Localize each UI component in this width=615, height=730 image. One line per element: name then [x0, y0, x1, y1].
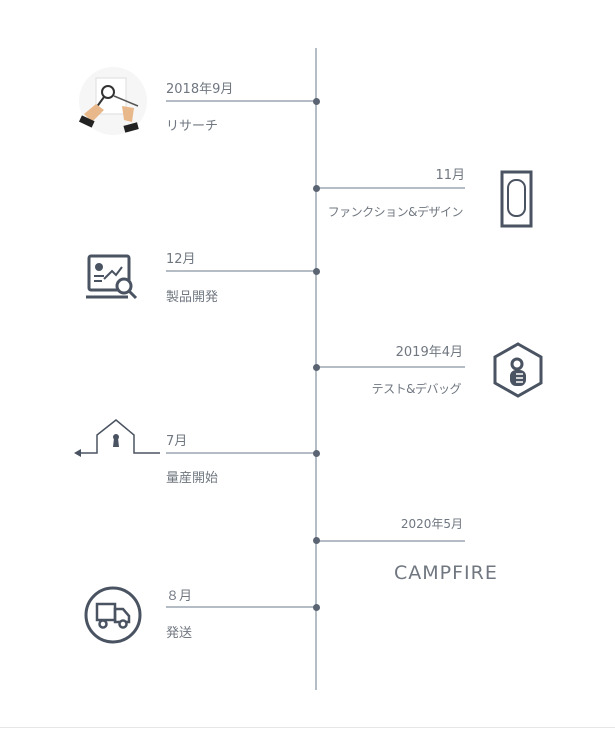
campfire-label: CAMPFIRE	[394, 562, 498, 584]
timeline-dot	[312, 185, 320, 192]
timeline-dot	[312, 268, 320, 275]
analytics-search-icon	[86, 254, 138, 300]
milestone-date: 2020年5月	[400, 517, 463, 531]
milestone-date: 7月	[166, 434, 188, 449]
milestone-label: リサーチ	[166, 119, 219, 134]
connector-line	[166, 452, 316, 454]
delivery-truck-icon	[84, 586, 142, 644]
connector-line	[316, 187, 465, 189]
bottom-divider	[0, 727, 615, 728]
connector-line	[166, 270, 316, 272]
connector-line	[316, 366, 465, 368]
research-hands-icon	[78, 67, 147, 135]
timeline-dot	[312, 364, 320, 371]
wrench-hand-icon	[493, 342, 543, 398]
milestone-date: ８月	[166, 589, 193, 604]
milestone-label: ファンクション&デザイン	[327, 205, 464, 219]
connector-line	[166, 606, 316, 608]
timeline-dot	[312, 98, 320, 105]
timeline-dot	[312, 537, 320, 544]
milestone-date: 2018年9月	[166, 82, 234, 97]
milestone-label: 量産開始	[166, 471, 219, 486]
factory-house-icon	[74, 419, 160, 457]
milestone-label: 発送	[166, 626, 193, 641]
milestone-date: 2019年4月	[395, 345, 463, 360]
connector-line	[316, 540, 465, 542]
milestone-date: 11月	[435, 168, 465, 183]
timeline-dot	[312, 450, 320, 457]
milestone-date: 12月	[166, 252, 196, 267]
milestone-label: テスト&デバッグ	[371, 382, 462, 396]
device-icon	[500, 170, 533, 228]
connector-line	[166, 100, 316, 102]
milestone-label: 製品開発	[166, 290, 219, 305]
timeline-dot	[312, 604, 320, 611]
